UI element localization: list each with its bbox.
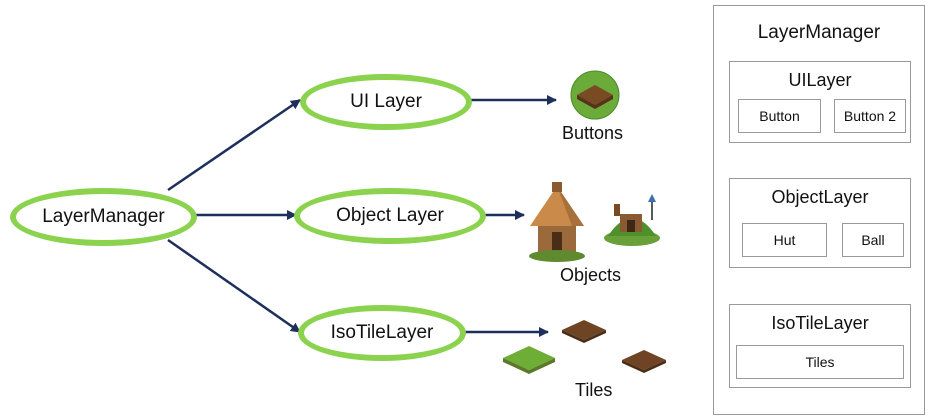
node-layer-manager-label: LayerManager: [42, 206, 165, 227]
item-hut: Hut: [742, 223, 827, 257]
edge-root-to-iso: [167, 238, 301, 334]
node-object-layer-label: Object Layer: [336, 205, 444, 226]
group-ui-layer: UILayer Button Button 2: [729, 61, 911, 143]
caption-buttons: Buttons: [562, 123, 624, 143]
cottage-icon: [604, 194, 660, 246]
group-title: UILayer: [788, 70, 852, 90]
grass-tile-icon: [503, 346, 555, 374]
item-button: Button: [738, 99, 821, 133]
group-title: ObjectLayer: [771, 187, 869, 207]
panel-title: LayerManager: [757, 22, 881, 43]
item-tiles: Tiles: [736, 345, 904, 379]
item-button-2: Button 2: [834, 99, 906, 133]
group-object-layer: ObjectLayer Hut Ball: [729, 178, 911, 268]
node-object-layer: Object Layer: [294, 188, 486, 244]
node-ui-layer: UI Layer: [300, 74, 472, 130]
dirt-tile-icon: [622, 350, 666, 373]
layer-manager-panel: LayerManager UILayer Button Button 2 Obj…: [713, 5, 925, 415]
caption-objects: Objects: [560, 265, 622, 285]
dirt-tile-icon: [562, 320, 606, 343]
node-ui-layer-label: UI Layer: [350, 91, 422, 112]
node-iso-tile-layer: IsoTileLayer: [298, 305, 466, 361]
item-ball: Ball: [842, 223, 904, 257]
node-iso-tile-layer-label: IsoTileLayer: [330, 322, 434, 343]
group-iso-tile-layer: IsoTileLayer Tiles: [729, 304, 911, 388]
group-title: IsoTileLayer: [771, 313, 869, 333]
edge-root-to-ui: [167, 98, 301, 192]
button-tile-icon: [570, 70, 620, 120]
node-layer-manager: LayerManager: [10, 188, 197, 246]
caption-tiles: Tiles: [575, 380, 613, 400]
hut-icon: [529, 182, 585, 262]
